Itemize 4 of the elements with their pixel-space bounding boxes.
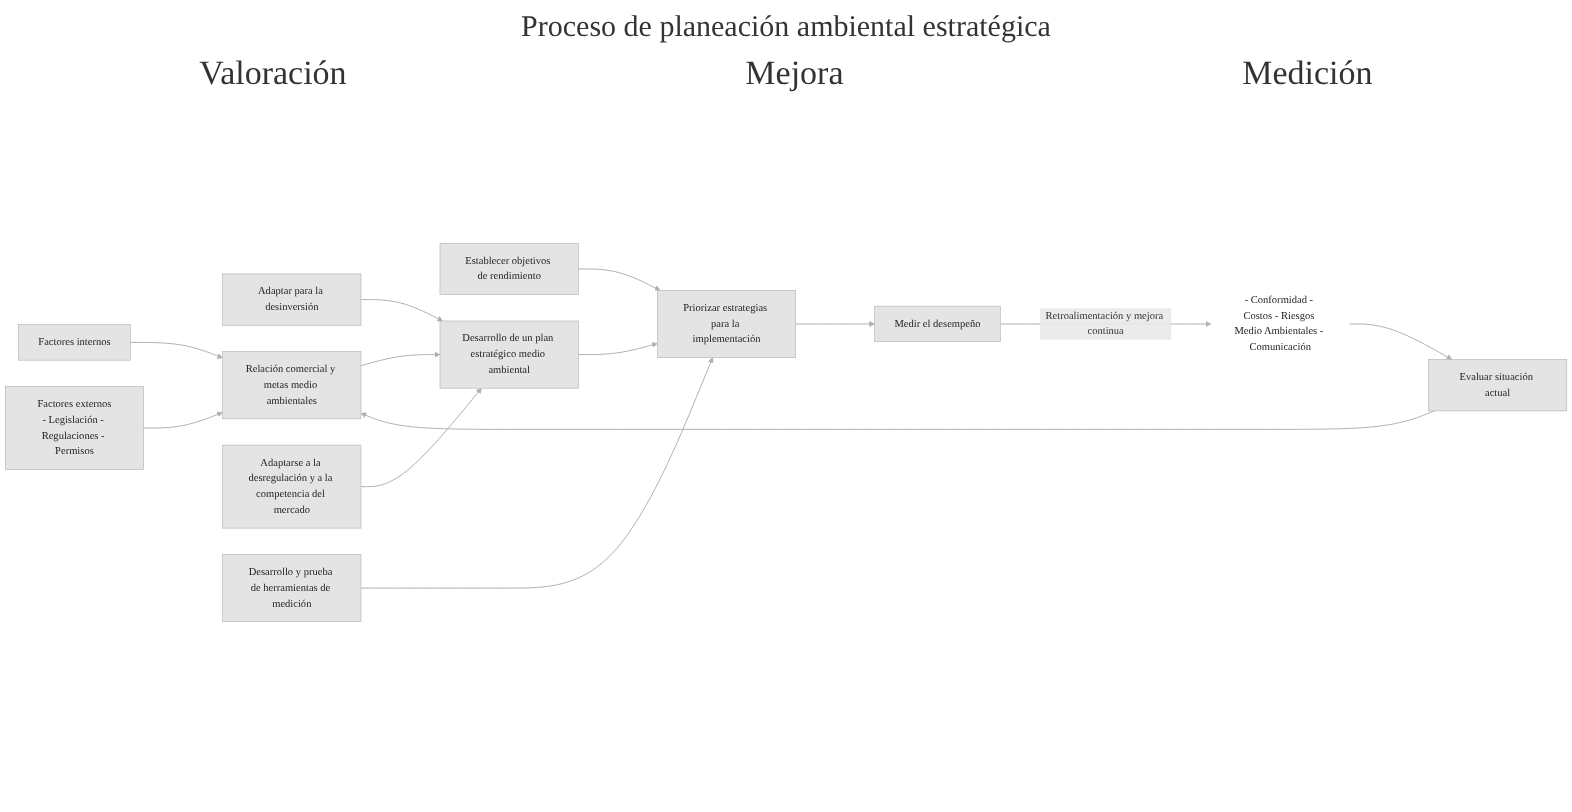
phase-heading: Mejora [745,54,844,94]
phase-heading: Medición [1242,54,1373,94]
diagram-title: Proceso de planeación ambiental estratégica [519,12,1053,46]
phase-heading: Valoración [199,54,347,94]
